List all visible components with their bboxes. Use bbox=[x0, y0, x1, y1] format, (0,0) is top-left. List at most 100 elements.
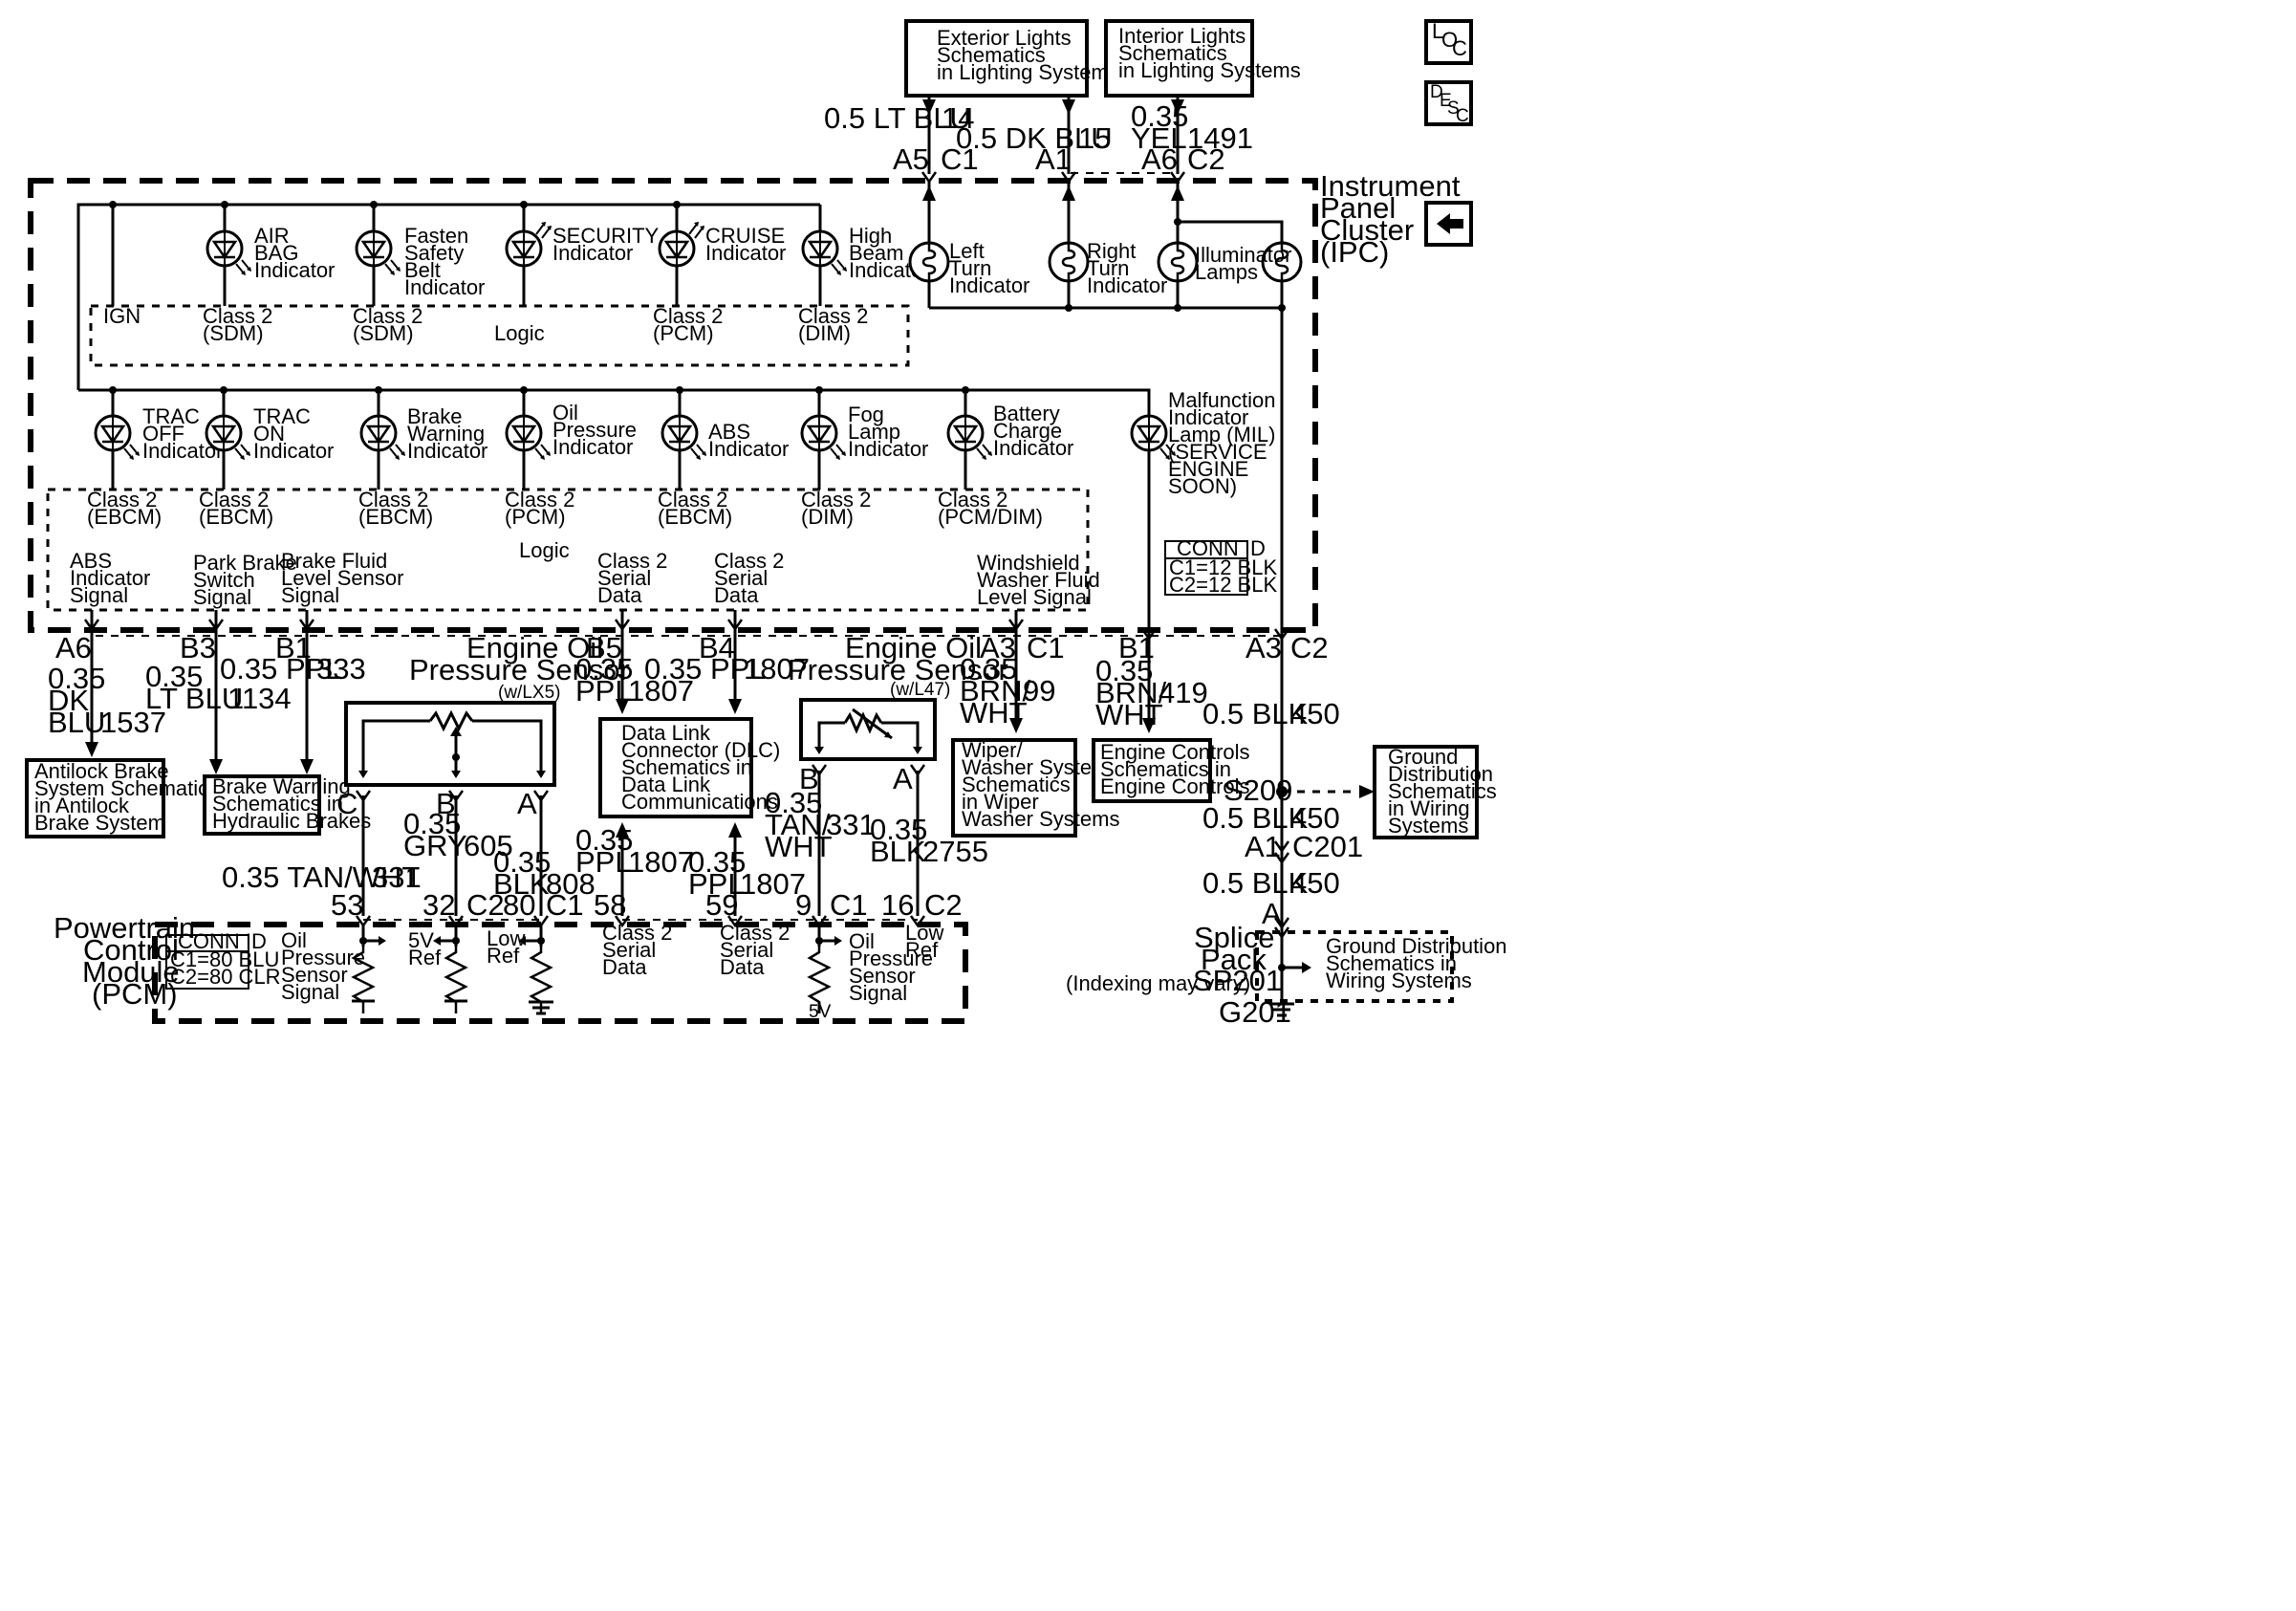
pcm-label: Class 2 bbox=[602, 921, 672, 945]
splice-pack-sp201[interactable]: Ground Distribution Schematics in Wiring… bbox=[1066, 921, 1507, 1003]
box-label: System Schematics bbox=[34, 776, 219, 800]
box-label: Ground bbox=[1388, 745, 1458, 769]
box-label: Systems bbox=[1388, 814, 1468, 838]
wire-333[interactable]: B1 0.35 PPL 333 bbox=[220, 610, 366, 774]
left-turn-lamp[interactable]: Left Turn Indicator bbox=[908, 182, 1029, 308]
pcm-label: 5V bbox=[809, 1002, 832, 1022]
wire-1537[interactable]: A6 0.35 DK BLU 1537 bbox=[48, 610, 166, 757]
signal-label: Signal bbox=[281, 583, 339, 607]
indicator-label: Lamp bbox=[848, 420, 900, 444]
wire-99[interactable]: A3 C1 0.35 BRN/ WHT 99 bbox=[960, 610, 1065, 733]
ground-path[interactable]: S209 0.5 BLK 450 A1 C201 0.5 BLK 450 A bbox=[1202, 773, 1375, 1002]
engine-controls-box[interactable]: Engine Controls Schematics in Engine Con… bbox=[1092, 738, 1250, 803]
wire-1134[interactable]: B3 0.35 LT BLU 1134 bbox=[145, 610, 292, 774]
circuit-number: 1491 bbox=[1187, 121, 1253, 155]
dlc-box[interactable]: Data Link Connector (DLC) Schematics in … bbox=[598, 717, 780, 818]
wire-331-lx5[interactable]: 0.35 TAN/WHT 331 53 bbox=[222, 795, 422, 927]
wire-331-l47[interactable]: 0.35 TAN/ WHT 331 9 C1 bbox=[765, 771, 876, 927]
wire-1807-b5[interactable]: B5 0.35 PPL 1807 bbox=[575, 610, 694, 714]
ipc-title-line: Panel bbox=[1320, 191, 1396, 225]
brake-warning-indicator[interactable]: Brake Warning Indicator bbox=[359, 386, 487, 490]
wire-419[interactable]: B1 0.35 BRN/ WHT 419 bbox=[1095, 626, 1208, 733]
indicator-label: SOON) bbox=[1168, 474, 1237, 498]
signal-label: Level Signal bbox=[977, 585, 1092, 609]
pin-label: B1 bbox=[1118, 631, 1155, 664]
exterior-lights-box[interactable]: Exterior Lights Schematics in Lighting S… bbox=[904, 19, 1119, 98]
illuminator-lamps[interactable]: Illuminator Lamps bbox=[1157, 182, 1303, 626]
splice-label: SP201 bbox=[1193, 964, 1282, 997]
oil-pressure-sensor-l47[interactable]: Engine Oil Pressure Sensor (w/L47) B A bbox=[788, 631, 1008, 795]
brake-warning-box[interactable]: Brake Warning Schematics in Hydraulic Br… bbox=[203, 774, 371, 836]
loc-button[interactable]: L O C bbox=[1424, 19, 1473, 65]
antilock-brake-box[interactable]: Antilock Brake System Schematics in Anti… bbox=[25, 758, 219, 838]
conn-id-row: C1=12 BLK bbox=[1169, 555, 1277, 579]
wire-14[interactable]: 0.5 LT BLU 14 A5 C1 bbox=[824, 96, 979, 176]
back-arrow-button[interactable] bbox=[1424, 201, 1473, 247]
abs-indicator[interactable]: ABS Indicator bbox=[661, 386, 789, 490]
connector-label: C1 bbox=[941, 142, 979, 176]
wire-color-label: WHT bbox=[960, 696, 1028, 729]
indicator-label: Indicator bbox=[404, 275, 485, 299]
box-label: in Wiper bbox=[962, 790, 1039, 814]
conn-id-header: CONN ID bbox=[178, 929, 267, 953]
wire-1807-pcm59[interactable]: 0.35 PPL 1807 59 bbox=[688, 822, 806, 927]
cruise-indicator[interactable]: CRUISE Indicator bbox=[658, 201, 786, 306]
pcm-label: Oil bbox=[849, 929, 875, 953]
right-turn-lamp[interactable]: Right Turn Indicator bbox=[1048, 182, 1167, 308]
source-label: Class 2 bbox=[199, 488, 269, 512]
wire-1491[interactable]: 0.35 YEL 1491 A6 C2 bbox=[1131, 96, 1253, 176]
wire-2755[interactable]: 0.35 BLK 2755 16 C2 bbox=[870, 771, 988, 927]
ipc-title: Instrument Panel Cluster (IPC) bbox=[1320, 169, 1461, 269]
trac-off-indicator[interactable]: TRAC OFF Indicator bbox=[94, 386, 223, 490]
circuit-number: 1134 bbox=[227, 682, 292, 715]
indicator-label: Indicator bbox=[1168, 405, 1248, 429]
mil-indicator[interactable]: Malfunction Indicator Lamp (MIL) (SERVIC… bbox=[1130, 388, 1276, 498]
wire-gauge-label: 0.35 bbox=[493, 845, 551, 879]
trac-on-indicator[interactable]: TRAC ON Indicator bbox=[205, 386, 334, 490]
air-bag-indicator[interactable]: AIR BAG Indicator bbox=[206, 201, 335, 306]
security-indicator[interactable]: SECURITY Indicator bbox=[505, 201, 660, 306]
wire-gauge-label: 0.35 bbox=[145, 660, 203, 693]
lower-logic-box bbox=[46, 488, 1090, 612]
indicator-label: Indicator bbox=[254, 258, 335, 282]
indicator-label: Indicator bbox=[552, 435, 633, 459]
signal-label: Park Brake bbox=[193, 551, 297, 575]
sensor-variant: (w/LX5) bbox=[498, 683, 560, 703]
wire-1807-b4[interactable]: B4 0.35 PPL 1807 bbox=[644, 610, 810, 714]
box-label: in Wiring bbox=[1388, 796, 1470, 820]
wire-808[interactable]: 0.35 BLK 808 80 C1 bbox=[493, 795, 596, 927]
desc-letter: E bbox=[1440, 91, 1452, 111]
indicator-label: Belt bbox=[404, 258, 441, 282]
circuit-number: 14 bbox=[942, 101, 974, 135]
connector-label: C201 bbox=[1292, 830, 1363, 863]
wire-15[interactable]: 0.5 DK BLU 15 A1 bbox=[956, 96, 1113, 176]
ground-g201: G201 bbox=[1219, 995, 1296, 1029]
wire-605[interactable]: 0.35 GRY 605 32 C2 bbox=[403, 795, 513, 927]
fog-lamp-indicator[interactable]: Fog Lamp Indicator bbox=[800, 386, 928, 490]
ground-distribution-box[interactable]: Ground Distribution Schematics in Wiring… bbox=[1373, 745, 1497, 839]
wire-1807-pcm58[interactable]: 0.35 PPL 1807 58 bbox=[575, 822, 694, 927]
battery-charge-indicator[interactable]: Battery Charge Indicator bbox=[946, 386, 1073, 490]
signal-label: Windshield bbox=[977, 551, 1080, 575]
indicator-label: Fog bbox=[848, 403, 884, 426]
circuit-number: 331 bbox=[826, 808, 876, 841]
oil-pressure-sensor-lx5[interactable]: Engine Oil Pressure Sensor (w/LX5) C B A bbox=[336, 631, 630, 820]
conn-id-row: C1=80 BLU bbox=[170, 947, 279, 971]
connector-label: C1 bbox=[546, 888, 584, 922]
upper-logic-box bbox=[89, 304, 910, 367]
wire-450[interactable]: A3 C2 0.5 BLK 450 bbox=[1202, 626, 1340, 792]
box-label: Washer System bbox=[962, 755, 1109, 779]
source-label: Class 2 bbox=[505, 488, 574, 512]
ign-label: IGN bbox=[103, 304, 141, 328]
oil-pressure-indicator[interactable]: Oil Pressure Indicator bbox=[505, 386, 637, 490]
indicator-label: ENGINE bbox=[1168, 457, 1248, 481]
desc-button[interactable]: D E S C bbox=[1424, 80, 1473, 126]
box-label: Washer Systems bbox=[962, 807, 1119, 831]
box-label: Antilock Brake bbox=[34, 759, 169, 783]
connector-label: C2 bbox=[924, 888, 963, 922]
seat-belt-indicator[interactable]: Fasten Safety Belt Indicator bbox=[355, 201, 485, 306]
lower-logic-sources: Class 2 (EBCM) Class 2 (EBCM) Class 2 (E… bbox=[87, 488, 1043, 562]
pin-label: A3 bbox=[980, 631, 1016, 664]
wiper-box[interactable]: Wiper/ Washer System Schematics in Wiper… bbox=[951, 738, 1119, 838]
interior-lights-box[interactable]: Interior Lights Schematics in Lighting S… bbox=[1104, 19, 1301, 98]
